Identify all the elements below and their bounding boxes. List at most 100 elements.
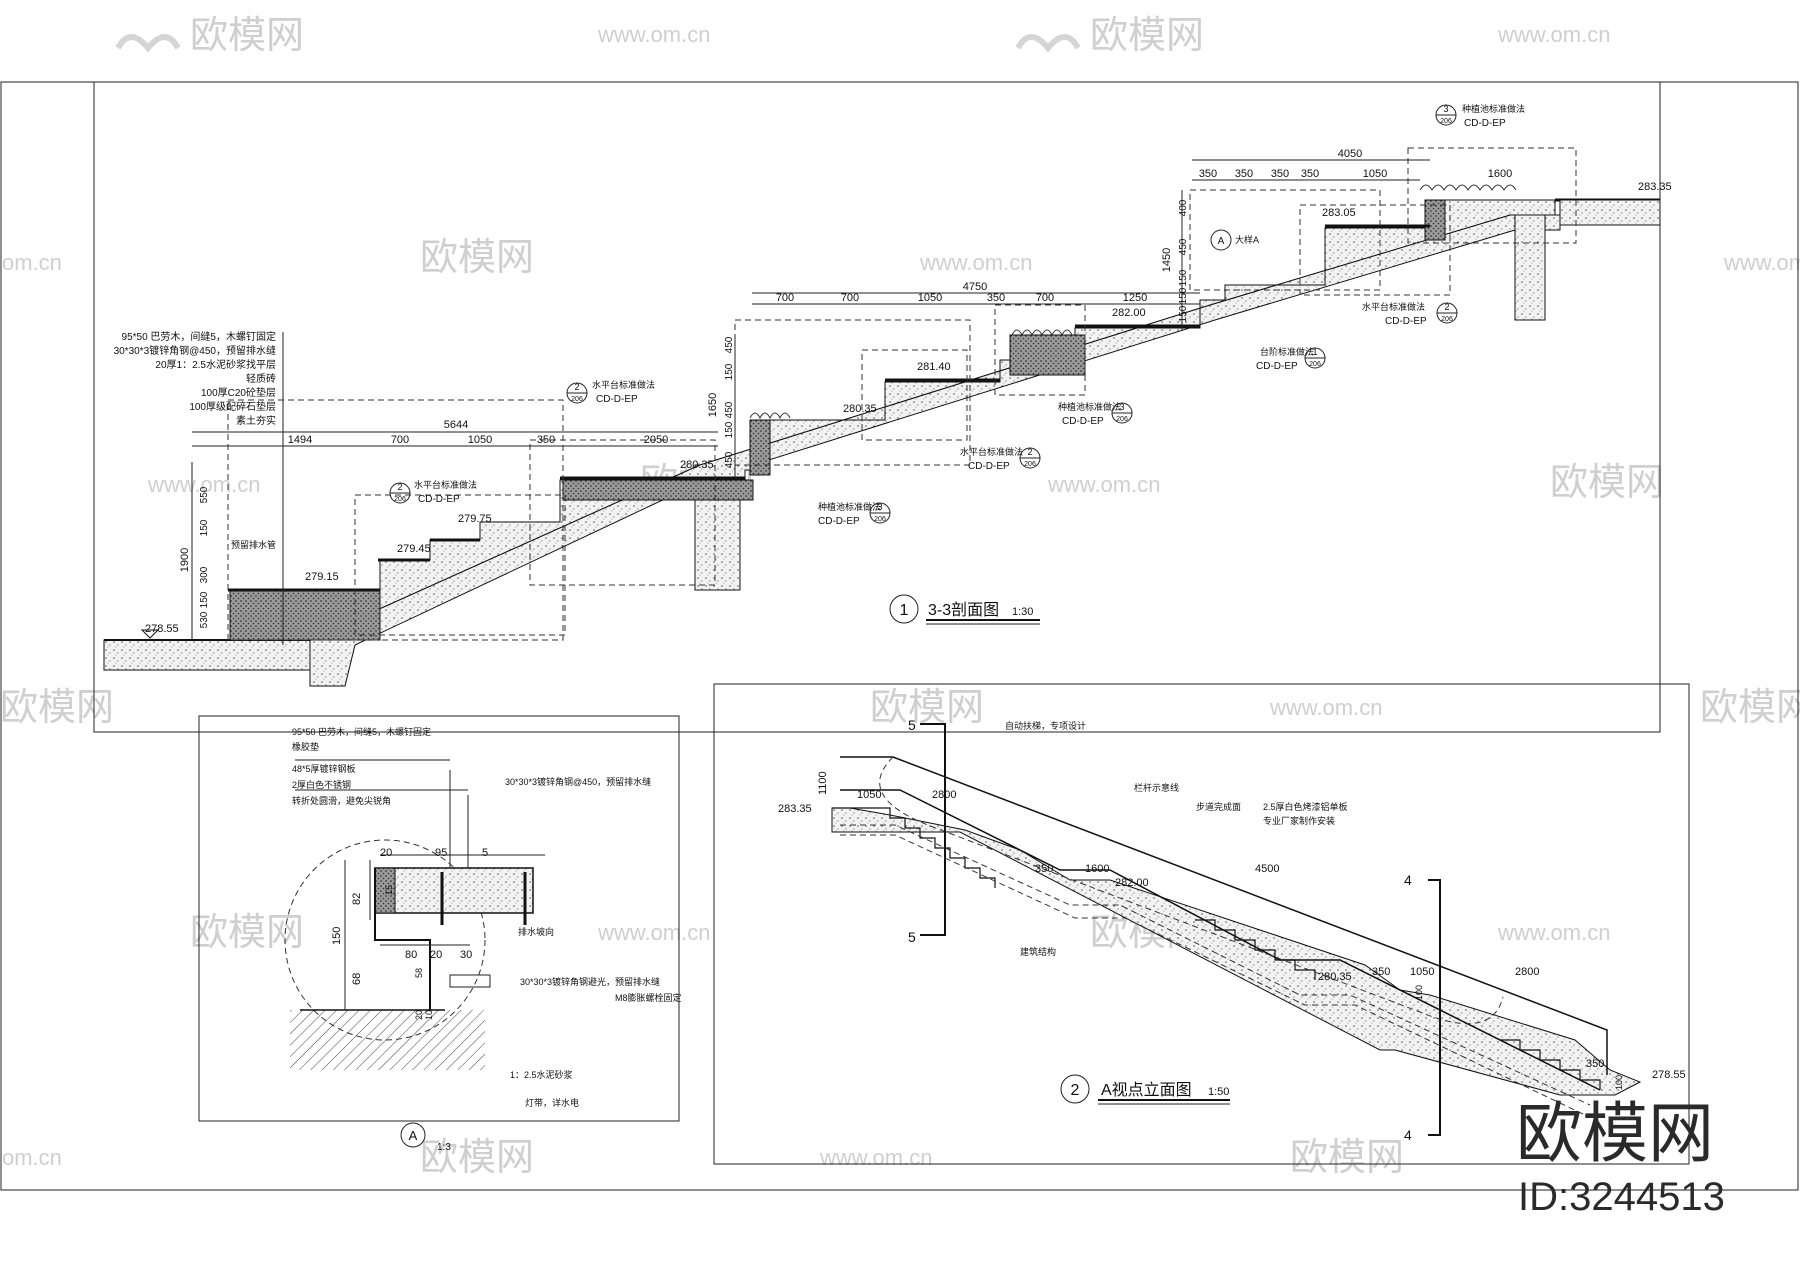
- watermark-brand: 欧模网: [1290, 1137, 1404, 1179]
- dimension-text: 150: [724, 421, 735, 438]
- watermark-url: www.om.cn: [1723, 250, 1800, 275]
- timber-board: [374, 867, 534, 914]
- note-text: 95*50 巴劳木，间缝5，木螺钉固定: [292, 726, 431, 737]
- watermark-brand: 欧模网: [420, 1137, 534, 1179]
- dimension-text: 20: [414, 1010, 424, 1020]
- elevation-text: 279.45: [397, 543, 431, 555]
- callout-sheet: 206: [874, 516, 886, 523]
- section-elevations: 278.55 279.15 279.45 279.75 280.35 280.3…: [140, 181, 1672, 639]
- callout-title: 种植池标准做法: [1462, 103, 1525, 114]
- watermark-brand: 欧模网: [870, 687, 984, 729]
- dimension-text: 20: [380, 847, 392, 859]
- watermark-url: www.om.cn: [819, 1145, 932, 1170]
- watermark-brand: 欧模网: [1700, 687, 1800, 729]
- dimension-text: 150: [199, 519, 210, 536]
- structure-line: [840, 824, 1591, 1106]
- callout-number: 3: [1443, 104, 1448, 114]
- dimension-text: 350: [1372, 966, 1390, 978]
- callout-platform: 2 206 水平台标准做法 CD-D-EP: [960, 446, 1041, 472]
- note-text: 30*30*3镀锌角钢@450，预留排水缝: [505, 776, 651, 787]
- callout-box: [994, 304, 1086, 396]
- dimension-text: 82: [351, 893, 363, 905]
- dimension-text: 4500: [1255, 863, 1279, 875]
- brand-name: 欧模网: [1516, 1096, 1714, 1170]
- elevation-text: 280.35: [1318, 971, 1352, 983]
- watermark-brand: 欧模网: [0, 687, 114, 729]
- detail-circle: [284, 839, 486, 1041]
- note-text: 专业厂家制作安装: [1263, 815, 1335, 826]
- note-text: 橡胶垫: [292, 741, 319, 752]
- callout-code: CD-D-EP: [1062, 416, 1104, 427]
- note-text: 灯带，详水电: [525, 1097, 579, 1108]
- note-text: 2.5厚白色烤漆铝单板: [1263, 801, 1348, 812]
- dimension-text: 450: [1178, 238, 1189, 255]
- dimension-text: 4750: [963, 281, 987, 293]
- dimension-text: 1494: [288, 434, 312, 446]
- note-text: 95*50 巴劳木，间缝5，木螺钉固定: [122, 330, 276, 343]
- dimension-text: 1100: [817, 771, 829, 795]
- dimension-text: 1650: [707, 393, 719, 417]
- section-marker: [920, 723, 1441, 1136]
- dimension-text: 2050: [644, 434, 668, 446]
- callout-title: 大样A: [1235, 234, 1259, 245]
- elevation-title-text: A视点立面图: [1101, 1081, 1192, 1099]
- cut-label: 4: [1404, 872, 1412, 888]
- dimension-text: 300: [199, 566, 210, 583]
- watermark-brand: 欧模网: [1090, 15, 1204, 57]
- elevation-text: 283.35: [1638, 181, 1672, 193]
- callout-box: [227, 399, 564, 641]
- dimension-text: 700: [391, 434, 409, 446]
- elevation-text: 279.15: [305, 571, 339, 583]
- callout-number: 2: [574, 382, 579, 392]
- note-text: 建筑结构: [1020, 946, 1056, 957]
- dimension-text: 2800: [932, 789, 956, 801]
- dimension-text: 150: [199, 591, 210, 608]
- walkway-finish: [840, 789, 1601, 1091]
- elevation-text: 283.35: [778, 803, 812, 815]
- dimension-text: 150: [724, 363, 735, 380]
- dimension-text: 20: [430, 949, 442, 961]
- drain-label: 预留排水管: [231, 539, 276, 550]
- railing-line: [840, 756, 1608, 1075]
- detail-a: 95*50 巴劳木，间缝5，木螺钉固定 橡胶垫 48*5厚镀锌钢板 2厚白色不锈…: [284, 726, 682, 1153]
- watermark-url: www.om.cn: [597, 22, 710, 47]
- dimension-text: 58: [414, 968, 424, 978]
- dimension-text: 100: [1414, 985, 1424, 1000]
- elevation-text: 278.55: [1652, 1069, 1686, 1081]
- cut-label: 5: [908, 929, 916, 945]
- dimension-text: 350: [1301, 168, 1319, 180]
- landing-block: [562, 479, 754, 501]
- dimension-text: 350: [1199, 168, 1217, 180]
- dimension-text: 5: [482, 847, 488, 859]
- callout-number: 2: [397, 482, 402, 492]
- callout-code: CD-D-EP: [1464, 118, 1506, 129]
- watermark-url: www.om.cn: [919, 250, 1032, 275]
- section-dimension-texts: 5644 1494 700 1050 350 2050 4750 700 700…: [179, 148, 1512, 628]
- watermark-logo: 欧模网: [115, 15, 304, 57]
- dimension-text: 1900: [179, 548, 191, 572]
- callout-box: [1299, 204, 1451, 296]
- dimension-text: 1050: [857, 789, 881, 801]
- callout-planter: 3 206 种植池标准做法 CD-D-EP: [818, 501, 891, 527]
- dimension-text: 700: [841, 292, 859, 304]
- dimension-text: 350: [537, 434, 555, 446]
- note-text: 20厚1：2.5水泥砂浆找平层: [155, 358, 276, 371]
- section-scale: 1:30: [1012, 606, 1033, 618]
- note-text: 30*30*3镀锌角钢避光，预留排水缝: [520, 976, 660, 987]
- watermark-brand: 欧模网: [190, 15, 304, 57]
- note-text: 素土夯实: [236, 414, 276, 427]
- escalator-outline: [879, 756, 1504, 1025]
- stair-profile: [1195, 919, 1316, 980]
- dimension-text: 350: [1235, 168, 1253, 180]
- note-text: 48*5厚镀锌钢板: [292, 763, 356, 774]
- dimension-text: 700: [776, 292, 794, 304]
- stair-profile: [1500, 1039, 1601, 1090]
- dimension-text: 450: [724, 336, 735, 353]
- dimension-text: 150: [331, 927, 343, 945]
- brand-id: ID:3244513: [1518, 1175, 1725, 1219]
- callout-box: [1189, 189, 1381, 291]
- watermark-url: www.om.cn: [1497, 22, 1610, 47]
- dimension-text: 450: [724, 401, 735, 418]
- elevation-text: 282.00: [1112, 307, 1146, 319]
- callout-code: CD-D-EP: [596, 394, 638, 405]
